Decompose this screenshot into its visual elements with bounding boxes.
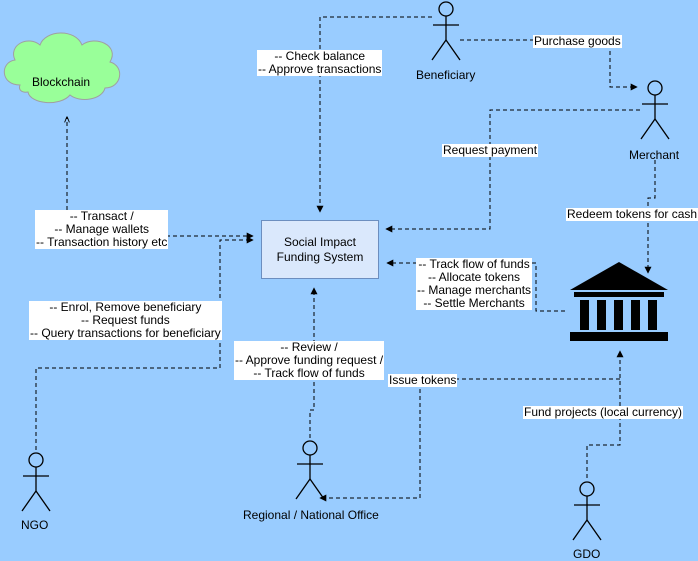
transact-line3: -- Transaction history etc <box>36 235 168 249</box>
office-actor-icon <box>295 440 325 500</box>
edge-beneficiary-system <box>316 16 432 213</box>
redeem-tokens-label: Redeem tokens for cash <box>566 207 698 221</box>
blockchain-cloud-icon <box>3 32 120 103</box>
merchant-label: Merchant <box>629 148 680 162</box>
edge-ngo-system <box>35 236 254 450</box>
request-payment-label: Request payment <box>442 143 539 157</box>
bank-icon <box>570 262 668 341</box>
ngo-label: NGO <box>21 518 49 532</box>
merchant-actor-icon <box>640 80 670 140</box>
purchase-goods-label: Purchase goods <box>533 34 622 48</box>
gdo-actor-icon <box>572 481 602 541</box>
review-line1: -- Review / <box>280 340 338 354</box>
track-line4: -- Settle Merchants <box>423 296 525 310</box>
check-balance-label: -- Check balance -- Approve transactions <box>257 49 383 76</box>
transact-label: -- Transact / -- Manage wallets -- Trans… <box>35 209 169 249</box>
beneficiary-label: Beneficiary <box>416 68 476 82</box>
track-line2: -- Allocate tokens <box>428 270 521 284</box>
track-label: -- Track flow of funds -- Allocate token… <box>416 257 533 310</box>
edge-bank-office <box>319 378 620 502</box>
social-impact-funding-system: Social Impact Funding System <box>261 220 379 279</box>
enrol-line1: -- Enrol, Remove beneficiary <box>49 300 202 314</box>
enrol-line2: -- Request funds <box>81 313 170 327</box>
enrol-line3: -- Query transactions for beneficiary <box>30 326 221 340</box>
system-label-line2: Funding System <box>276 249 364 264</box>
gdo-label: GDO <box>573 547 601 561</box>
ngo-actor-icon <box>21 452 51 512</box>
edge-gdo-bank <box>586 350 624 478</box>
blockchain-label: Blockchain <box>32 75 91 89</box>
check-balance-line1: -- Check balance <box>274 49 366 63</box>
office-label: Regional / National Office <box>243 508 379 522</box>
issue-tokens-label: Issue tokens <box>388 373 458 387</box>
review-line3: -- Track flow of funds <box>253 366 365 380</box>
edge-beneficiary-merchant <box>460 39 638 91</box>
track-line1: -- Track flow of funds <box>418 257 530 271</box>
fund-projects-label: Fund projects (local currency) <box>523 405 684 419</box>
edge-bank-system <box>386 259 565 312</box>
review-label: -- Review / -- Approve funding request /… <box>234 340 385 380</box>
check-balance-line2: -- Approve transactions <box>258 62 382 76</box>
transact-line2: -- Manage wallets <box>54 222 150 236</box>
system-label-line1: Social Impact <box>283 234 357 249</box>
transact-line1: -- Transact / <box>69 209 134 223</box>
review-line2: -- Approve funding request / <box>235 353 384 367</box>
beneficiary-actor-icon <box>431 1 461 61</box>
track-line3: -- Manage merchants <box>417 283 532 297</box>
enrol-label: -- Enrol, Remove beneficiary -- Request … <box>29 301 222 340</box>
